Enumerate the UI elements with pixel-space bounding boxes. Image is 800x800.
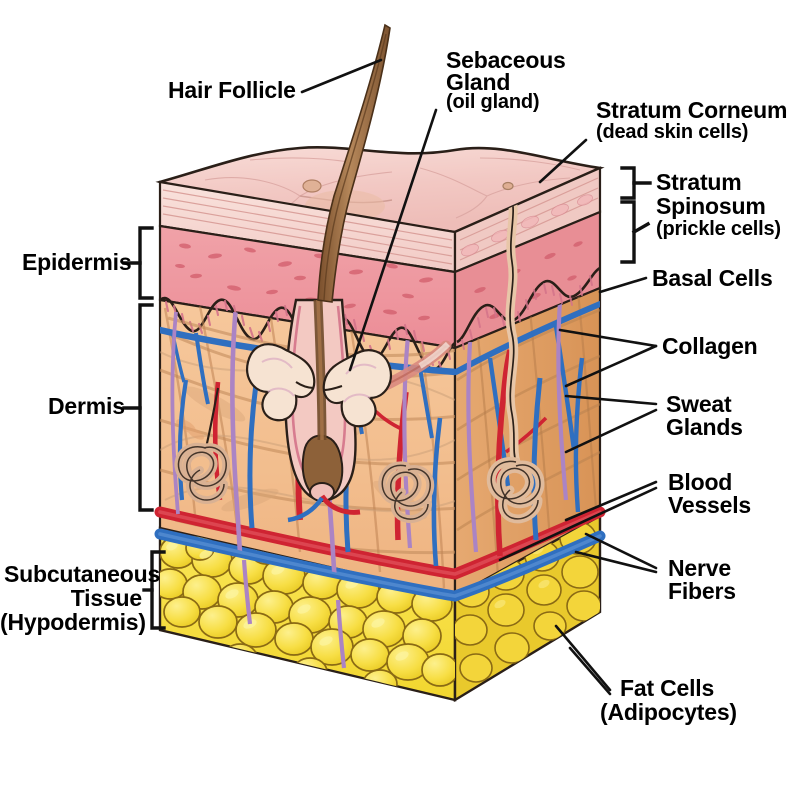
nerve-fibers-side	[466, 299, 569, 553]
leader-hair-follicle	[300, 58, 383, 94]
nerve-fiber-in-fat	[241, 559, 347, 669]
corneum-bracket	[620, 166, 636, 200]
label-stratum-corneum-paren: (dead skin cells)	[596, 121, 749, 143]
blood-vessels	[154, 506, 606, 602]
label-basal-cells: Basal Cells	[652, 265, 773, 291]
label-subcutaneous-line1: Subcutaneous	[4, 561, 161, 587]
label-fat-cells: Fat Cells	[620, 675, 715, 701]
label-subcutaneous-line2: Tissue	[70, 585, 142, 611]
label-fat-cells-paren: (Adipocytes)	[600, 699, 737, 725]
sweat-gland-middle	[378, 461, 435, 523]
label-sebaceous-gland-line2: Gland	[446, 69, 511, 95]
leader-blood-vessels-1	[564, 480, 658, 522]
leader-fat-cells-1	[554, 624, 612, 692]
leader-sebaceous-gland	[348, 108, 438, 372]
veins-side	[531, 357, 585, 541]
basal-layer-side	[456, 266, 600, 350]
right-brackets	[620, 166, 652, 264]
label-dermis: Dermis	[48, 393, 125, 419]
label-sweat-glands-line2: Glands	[666, 414, 743, 440]
leader-collagen-2	[564, 344, 658, 388]
hair-follicle	[284, 23, 452, 523]
label-subcutaneous-line3: (Hypodermis)	[0, 609, 146, 635]
label-nerve-fibers-line2: Fibers	[668, 578, 736, 604]
leader-nerve-fibers-1	[584, 532, 658, 570]
label-blood-vessels-line2: Vessels	[668, 492, 752, 518]
label-epidermis: Epidermis	[22, 249, 132, 275]
label-stratum-corneum: Stratum Corneum	[596, 97, 788, 123]
sweat-gland-left	[174, 387, 231, 505]
leader-stratum-corneum	[538, 138, 588, 184]
arteries-side	[495, 349, 548, 557]
leader-sweat-glands-1	[564, 394, 658, 406]
leader-sweat-glands-2	[564, 408, 658, 454]
sebaceous-gland	[246, 343, 392, 428]
label-stratum-spinosum-paren: (prickle cells)	[656, 218, 781, 240]
label-collagen: Collagen	[662, 333, 758, 359]
left-brackets	[122, 226, 166, 630]
label-blood-vessels-line1: Blood	[668, 469, 733, 495]
label-hair-follicle: Hair Follicle	[168, 77, 296, 103]
label-nerve-fibers-line1: Nerve	[668, 555, 731, 581]
leader-blood-vessels-2	[498, 486, 658, 562]
leader-collagen-1	[558, 328, 658, 348]
dermis-bracket	[138, 303, 154, 512]
epidermis-bracket	[138, 226, 154, 300]
label-sebaceous-gland-line1: Sebaceous	[446, 47, 566, 73]
leader-lines	[300, 58, 658, 696]
label-stratum-spinosum-line2: Spinosum	[656, 193, 766, 219]
label-sweat-glands-line1: Sweat	[666, 391, 732, 417]
label-sebaceous-gland-paren: (oil gland)	[446, 91, 540, 113]
sweat-gland-right	[486, 181, 545, 524]
leader-fat-cells-2	[568, 646, 612, 696]
label-stratum-spinosum-line1: Stratum	[656, 169, 742, 195]
leader-nerve-fibers-2	[574, 550, 658, 574]
leader-basal-cells	[598, 276, 648, 294]
